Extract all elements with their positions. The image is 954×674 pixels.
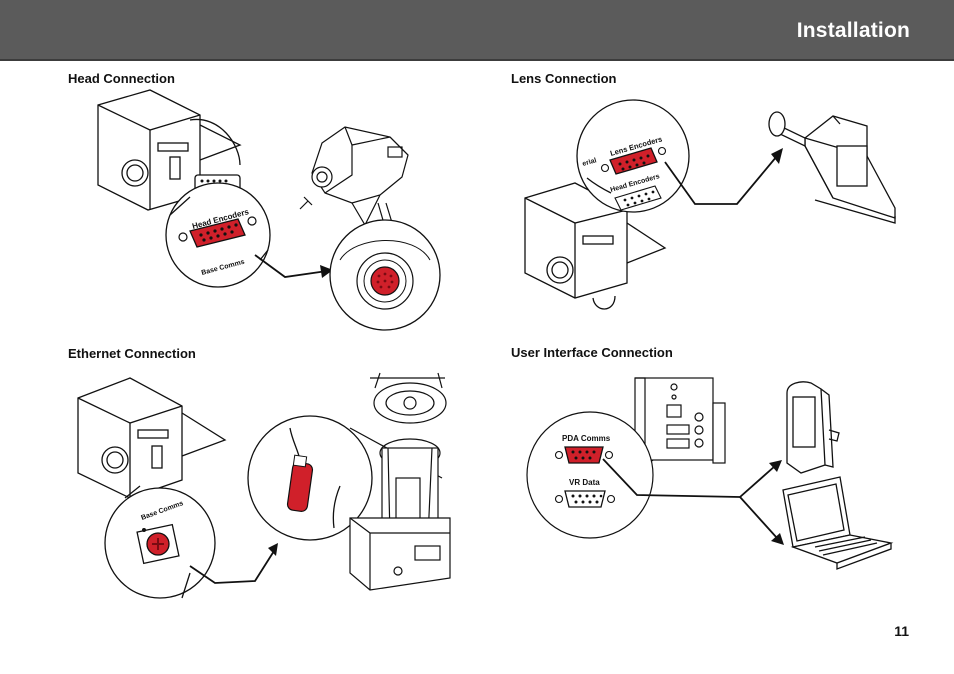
- ethernet-connection-diagram: Base Comms: [77, 372, 451, 599]
- head-connection-diagram: Head Encoders Base Comms: [97, 89, 441, 331]
- vr-data-port: [554, 490, 616, 508]
- ui-connection-diagram: PDA Comms VR Data: [526, 377, 894, 570]
- lens-encoders-port: [600, 146, 667, 175]
- heading-head-connection: Head Connection: [68, 71, 175, 86]
- ethernet-cable-plug: [286, 454, 314, 512]
- page-number: 11: [894, 623, 909, 639]
- heading-ui-connection: User Interface Connection: [511, 345, 673, 360]
- head-encoders-port: [178, 216, 257, 248]
- page-title: Installation: [796, 19, 910, 42]
- pda-comms-label: PDA Comms: [562, 434, 611, 443]
- vr-data-label: VR Data: [569, 478, 600, 487]
- serial-partial-label: erial: [582, 157, 598, 168]
- pda-comms-port: [554, 446, 614, 464]
- lens-connection-diagram: Lens Encoders Head Encoders erial: [524, 99, 896, 310]
- heading-lens-connection: Lens Connection: [511, 71, 617, 86]
- header-bar: Installation: [0, 0, 954, 61]
- heading-ethernet-connection: Ethernet Connection: [68, 346, 196, 361]
- base-comms-ethernet-port: [136, 523, 180, 565]
